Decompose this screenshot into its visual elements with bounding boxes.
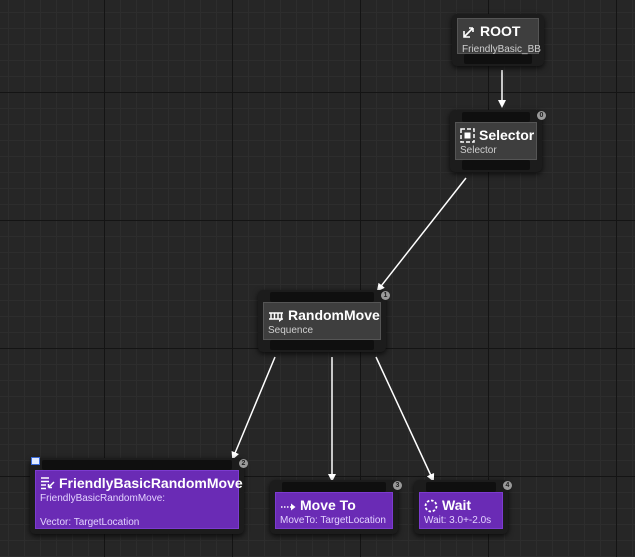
- wire-randommove-to-friendlytask: [231, 356, 276, 460]
- wait-node-subtitle: Wait: 3.0+-2.0s: [424, 515, 492, 526]
- randommove-node-label: RandomMove: [288, 307, 380, 323]
- wait-icon: [424, 499, 438, 517]
- friendly-task-node-subtitle: FriendlyBasicRandomMove:: [40, 493, 166, 504]
- wait-node-body: Wait Wait: 3.0+-2.0s: [419, 492, 503, 529]
- execution-order-badge: 1: [381, 291, 390, 300]
- selector-node-subtitle: Selector: [460, 145, 497, 156]
- moveto-node-body: Move To MoveTo: TargetLocation: [275, 492, 393, 529]
- randommove-node-subtitle: Sequence: [268, 325, 314, 336]
- friendly-task-node-label: FriendlyBasicRandomMove: [59, 475, 243, 491]
- selector-node-title: Selector: [460, 126, 534, 147]
- root-icon: [462, 25, 476, 43]
- moveto-node-label: Move To: [300, 497, 356, 513]
- root-node-title: ROOT: [462, 22, 520, 43]
- execution-order-badge: 0: [537, 111, 546, 120]
- wire-selector-to-randommove: [376, 177, 467, 292]
- selector-node-body: Selector Selector: [455, 122, 537, 160]
- wait-input-pin[interactable]: [426, 482, 496, 492]
- moveto-input-pin[interactable]: [282, 482, 386, 492]
- sequence-icon: [268, 309, 284, 327]
- friendly-task-node-body: FriendlyBasicRandomMove FriendlyBasicRan…: [35, 470, 243, 529]
- wait-task-node[interactable]: Wait Wait: 3.0+-2.0s 4: [414, 480, 512, 534]
- selector-node-label: Selector: [479, 127, 535, 143]
- task-icon: [40, 476, 55, 495]
- root-output-pin[interactable]: [464, 54, 532, 64]
- root-node-label: ROOT: [480, 23, 521, 39]
- friendly-task-node-title: FriendlyBasicRandomMove: [40, 474, 243, 495]
- selector-output-pin[interactable]: [462, 160, 530, 170]
- friendly-task-node-detail: Vector: TargetLocation: [40, 517, 140, 528]
- selector-icon: [460, 128, 475, 147]
- randommove-output-pin[interactable]: [270, 340, 374, 350]
- move-to-icon: [280, 499, 296, 517]
- root-node-body: ROOT FriendlyBasic_BB: [457, 18, 541, 55]
- moveto-node-title: Move To: [280, 496, 356, 517]
- execution-order-badge: 2: [239, 459, 248, 468]
- root-node[interactable]: ROOT FriendlyBasic_BB: [452, 14, 544, 66]
- moveto-node-subtitle: MoveTo: TargetLocation: [280, 515, 386, 526]
- friendly-task-input-pin[interactable]: [42, 460, 232, 470]
- randommove-node-title: RandomMove: [268, 306, 380, 327]
- randommove-input-pin[interactable]: [270, 292, 374, 302]
- execution-order-badge: 4: [503, 481, 512, 490]
- randommove-node-body: RandomMove Sequence: [263, 302, 381, 340]
- selector-node[interactable]: Selector Selector 0: [450, 110, 546, 172]
- execution-order-badge: 3: [393, 481, 402, 490]
- root-node-subtitle: FriendlyBasic_BB: [462, 44, 541, 55]
- wait-node-title: Wait: [424, 496, 471, 517]
- wire-randommove-to-wait: [375, 356, 435, 482]
- blueprint-icon: [31, 457, 40, 465]
- wait-node-label: Wait: [442, 497, 472, 513]
- randommove-node[interactable]: RandomMove Sequence 1: [258, 290, 390, 352]
- friendlybasicrandommove-task-node[interactable]: FriendlyBasicRandomMove FriendlyBasicRan…: [30, 457, 248, 534]
- selector-input-pin[interactable]: [462, 112, 530, 122]
- moveto-task-node[interactable]: Move To MoveTo: TargetLocation 3: [270, 480, 402, 534]
